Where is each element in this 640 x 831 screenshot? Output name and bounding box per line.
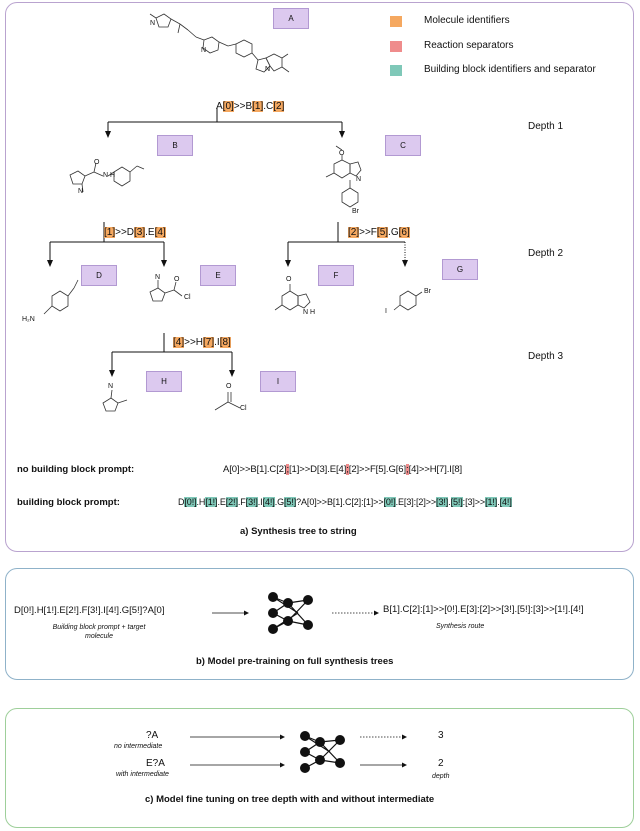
depth-label-3: Depth 3	[528, 351, 564, 362]
neural-network-icon-pretrain	[268, 592, 313, 634]
node-label-b: B	[157, 135, 193, 156]
atom-label: Br	[424, 288, 431, 295]
building-block-label: building block prompt:	[17, 497, 120, 508]
node-label-d: D	[81, 265, 117, 286]
finetune-query-2-caption: with intermediate	[116, 771, 169, 778]
pretrain-output-caption: Synthesis route	[436, 623, 485, 630]
atom-label: O	[286, 276, 292, 283]
depth-label-2: Depth 2	[528, 248, 564, 259]
reaction-depth-3: [4]>>H[7].I[8]	[173, 337, 231, 348]
finetune-answer-1: 3	[438, 730, 444, 741]
node-label-g: G	[442, 259, 478, 280]
atom-label: O	[94, 159, 100, 166]
atom-label: N H	[103, 172, 116, 179]
finetune-answer-caption: depth	[432, 773, 450, 780]
finetune-answer-2: 2	[438, 758, 444, 769]
node-label-e: E	[200, 265, 236, 286]
node-label-a: A	[273, 8, 309, 29]
pretrain-input: D[0!].H[1!].E[2!].F[3!].I[4!].G[5!]?A[0]	[14, 605, 165, 616]
atom-label: N	[265, 66, 271, 73]
atom-label: Cl	[184, 294, 191, 301]
node-label-h: H	[146, 371, 182, 392]
atom-label: O	[226, 383, 232, 390]
caption-b: b) Model pre-training on full synthesis …	[196, 656, 394, 667]
neural-network-icon-finetune	[300, 731, 345, 773]
building-block-string: D[0!].H[1!].E[2!].F[3!].I[4!].G[5!]?A[0]…	[178, 497, 512, 507]
atom-label: Cl	[240, 405, 247, 412]
atom-label: N H	[303, 309, 316, 316]
finetune-query-1: ?A	[146, 730, 159, 741]
molecule-d	[43, 279, 79, 315]
node-label-f: F	[318, 265, 354, 286]
molecule-g	[393, 290, 423, 311]
molecule-i	[214, 392, 241, 411]
caption-a: a) Synthesis tree to string	[240, 526, 357, 537]
legend-text-reaction: Reaction separators	[424, 40, 514, 51]
pretrain-input-caption: Building block prompt + target molecule	[52, 624, 146, 640]
atom-label: N	[155, 274, 161, 281]
depth-label-1: Depth 1	[528, 121, 564, 132]
pretrain-output: B[1].C[2]:[1]>>[0!].E[3]:[2]>>[3!].[5!]:…	[383, 604, 584, 615]
panel-pretraining	[5, 568, 634, 680]
molecule-b	[69, 162, 145, 193]
atom-label: I	[385, 308, 387, 315]
molecule-c	[325, 145, 362, 208]
atom-label: N	[356, 176, 362, 183]
finetune-query-1-caption: no intermediate	[114, 743, 163, 750]
node-label-i: I	[260, 371, 296, 392]
molecule-a	[149, 13, 290, 73]
legend-swatch-building	[390, 65, 402, 76]
atom-label: Br	[352, 208, 359, 215]
no-building-block-label: no building block prompt:	[17, 464, 135, 475]
atom-label: N	[108, 383, 114, 390]
atom-label: N	[201, 47, 207, 54]
panel-finetuning	[5, 708, 634, 828]
reaction-depth-1: A[0]>>B[1].C[2]	[216, 101, 285, 112]
reaction-depth-2-left: [1]>>D[3].E[4]	[104, 227, 166, 238]
molecule-e	[149, 280, 183, 302]
legend-swatch-reaction	[390, 41, 402, 52]
panel-synthesis-tree	[5, 2, 634, 552]
caption-c: c) Model fine tuning on tree depth with …	[145, 794, 435, 805]
molecule-f	[274, 284, 311, 311]
molecule-h	[102, 389, 128, 412]
atom-label: N	[150, 20, 156, 27]
atom-label: O	[339, 150, 345, 157]
legend-text-molecule: Molecule identifiers	[424, 15, 510, 26]
atom-label: N	[78, 188, 84, 195]
legend-text-building: Building block identifiers and separator	[424, 64, 596, 75]
legend-swatch-molecule	[390, 16, 402, 27]
finetune-query-2: E?A	[146, 758, 165, 769]
atom-label: H₂N	[22, 316, 35, 323]
atom-label: O	[174, 276, 180, 283]
node-label-c: C	[385, 135, 421, 156]
no-building-block-string: A[0]>>B[1].C[2];[1]>>D[3].E[4];[2]>>F[5]…	[223, 464, 463, 475]
reaction-depth-2-right: [2]>>F[5].G[6]	[348, 227, 410, 238]
